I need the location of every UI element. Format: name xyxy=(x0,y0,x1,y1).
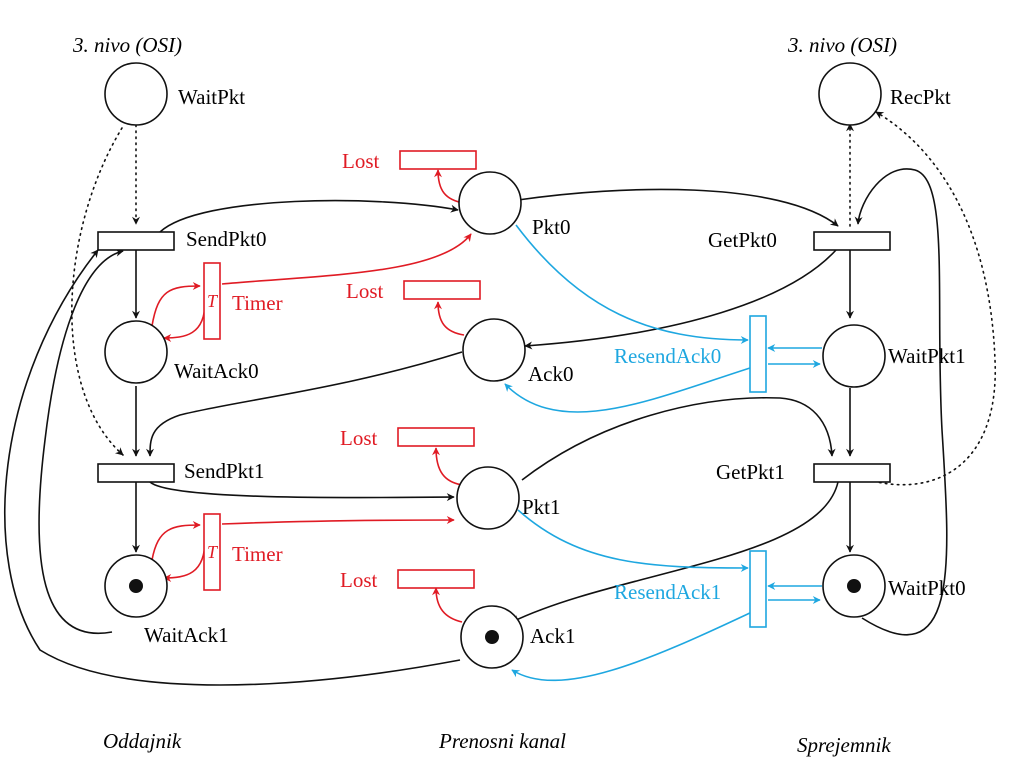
place-ack0 xyxy=(462,318,526,382)
label-pkt1: Pkt1 xyxy=(522,495,561,519)
label-lost-ack1: Lost xyxy=(340,568,378,592)
label-lost-ack0: Lost xyxy=(346,279,384,303)
arc-pkt1-lost xyxy=(432,447,463,486)
arc-pkt1-getpkt1 xyxy=(521,396,836,481)
label-timer-mark-bottom: T xyxy=(207,542,219,562)
caption-channel: Prenosni kanal xyxy=(438,729,566,753)
label-waitack1: WaitAck1 xyxy=(144,623,229,647)
arc-ack1-lost xyxy=(432,587,463,623)
arc-timer-waitack1 xyxy=(163,539,206,582)
arc-timer-pkt0 xyxy=(221,233,472,285)
label-lost-pkt0: Lost xyxy=(342,149,380,173)
arc-timer-waitack0 xyxy=(163,301,206,342)
caption-receiver: Sprejemnik xyxy=(797,733,891,757)
caption-sender: Oddajnik xyxy=(103,729,182,753)
arc-sendpkt1-pkt1 xyxy=(149,481,455,502)
label-sendpkt1: SendPkt1 xyxy=(184,459,265,483)
arc-getpkt0-ack0 xyxy=(524,249,837,350)
layer-label-left: 3. nivo (OSI) xyxy=(72,33,182,57)
place-waitack0 xyxy=(104,320,168,384)
label-timer-mark-top: T xyxy=(207,291,219,311)
transition-lost-pkt1 xyxy=(397,427,475,447)
label-lost-pkt1: Lost xyxy=(340,426,378,450)
transition-getpkt1 xyxy=(813,463,891,483)
label-getpkt1: GetPkt1 xyxy=(716,460,785,484)
place-pkt0 xyxy=(458,171,522,235)
arc-sendpkt0-pkt0 xyxy=(159,199,459,233)
label-getpkt0: GetPkt0 xyxy=(708,228,777,252)
label-ack0: Ack0 xyxy=(528,362,574,386)
arc-pkt0-getpkt0 xyxy=(517,188,839,227)
arc-waitack1-timer xyxy=(151,521,201,561)
label-waitack0: WaitAck0 xyxy=(174,359,259,383)
arc-getpkt1-recpkt xyxy=(861,111,996,486)
arc-waitack0-timer xyxy=(151,282,201,327)
label-waitpkt: WaitPkt xyxy=(178,85,245,109)
label-pkt0: Pkt0 xyxy=(532,215,571,239)
token-waitack1 xyxy=(129,579,143,593)
token-ack1 xyxy=(485,630,499,644)
label-timer-bottom: Timer xyxy=(232,542,283,566)
transition-lost-pkt0 xyxy=(399,150,477,170)
arc-getpkt1-ack1 xyxy=(511,481,839,623)
arc-pkt1-resendack1 xyxy=(517,509,749,572)
transition-sendpkt1 xyxy=(97,463,175,483)
token-waitpkt0 xyxy=(847,579,861,593)
label-sendpkt0: SendPkt0 xyxy=(186,227,267,251)
arc-waitpkt-sendpkt1 xyxy=(71,127,124,456)
arc-ack0-lost xyxy=(434,301,465,336)
layer-label-right: 3. nivo (OSI) xyxy=(787,33,897,57)
arc-timer-pkt1 xyxy=(221,516,455,525)
label-resendack1: ResendAck1 xyxy=(614,580,721,604)
place-waitpkt xyxy=(104,62,168,126)
arc-ack1-sendpkt0 xyxy=(4,249,461,686)
label-waitpkt0: WaitPkt0 xyxy=(888,576,966,600)
arc-waitack1-sendpkt0 xyxy=(38,248,124,635)
label-recpkt: RecPkt xyxy=(890,85,951,109)
arc-resendack1-ack1 xyxy=(511,611,753,682)
arc-ack0-sendpkt1 xyxy=(146,351,463,457)
transition-resendack1 xyxy=(749,550,767,628)
transition-lost-ack0 xyxy=(403,280,481,300)
arc-waitpkt0-getpkt0 xyxy=(854,168,948,636)
transition-resendack0 xyxy=(749,315,767,393)
place-waitpkt1 xyxy=(822,324,886,388)
transition-timer-top xyxy=(203,262,221,340)
transition-sendpkt0 xyxy=(97,231,175,251)
transition-timer-bottom xyxy=(203,513,221,591)
transition-getpkt0 xyxy=(813,231,891,251)
place-pkt1 xyxy=(456,466,520,530)
label-ack1: Ack1 xyxy=(530,624,576,648)
label-waitpkt1: WaitPkt1 xyxy=(888,344,966,368)
place-recpkt xyxy=(818,62,882,126)
transition-lost-ack1 xyxy=(397,569,475,589)
label-resendack0: ResendAck0 xyxy=(614,344,721,368)
label-timer-top: Timer xyxy=(232,291,283,315)
arc-pkt0-resendack0 xyxy=(515,224,749,344)
arc-resendack0-ack0 xyxy=(504,367,751,413)
